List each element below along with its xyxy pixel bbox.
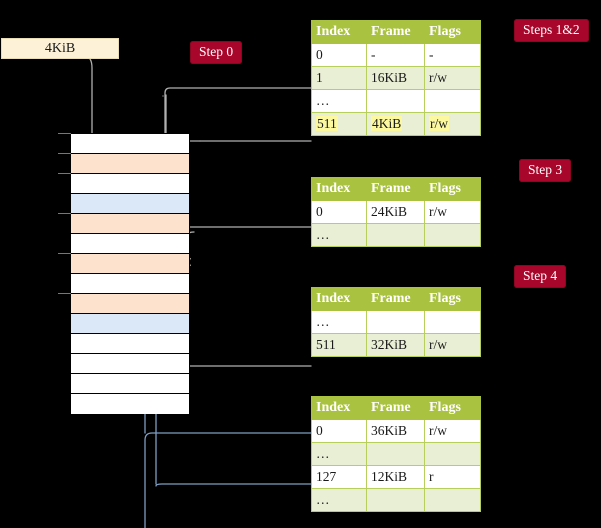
table-cell: r bbox=[424, 465, 481, 489]
table-cell: - bbox=[366, 43, 425, 67]
table-cell: 511 bbox=[311, 112, 367, 136]
table-cell: r/w bbox=[424, 419, 481, 443]
table-cell: … bbox=[311, 310, 367, 334]
table-cell: r/w bbox=[424, 333, 481, 357]
table-row[interactable]: … bbox=[311, 223, 481, 247]
highlight-span: r/w bbox=[429, 115, 449, 131]
table-cell: … bbox=[311, 89, 367, 113]
table-cell: 511 bbox=[311, 333, 367, 357]
table-cell: 0 bbox=[311, 200, 367, 224]
column-header-frame: Frame bbox=[366, 20, 425, 44]
memory-frame-row bbox=[71, 334, 189, 354]
badge-steps-1-2: Steps 1&2 bbox=[514, 19, 589, 42]
table-row[interactable]: … bbox=[311, 442, 481, 466]
memory-frame-row bbox=[71, 134, 189, 154]
table-cell bbox=[366, 310, 425, 334]
column-header-index: Index bbox=[311, 287, 367, 311]
physical-memory-column bbox=[70, 133, 190, 414]
memory-frame-row bbox=[71, 154, 189, 174]
highlight-span: 4KiB bbox=[371, 115, 403, 131]
table-cell: 12KiB bbox=[366, 465, 425, 489]
memory-frame-row bbox=[71, 274, 189, 294]
table-cell bbox=[366, 488, 425, 512]
badge-step-3: Step 3 bbox=[519, 159, 572, 182]
table-cell bbox=[366, 442, 425, 466]
memory-frame-row bbox=[71, 314, 189, 334]
table-cell bbox=[424, 310, 481, 334]
memory-tick bbox=[58, 253, 71, 254]
memory-frame-row bbox=[71, 194, 189, 214]
table-cell bbox=[424, 89, 481, 113]
table-cell: … bbox=[311, 488, 367, 512]
table-cell: 1 bbox=[311, 66, 367, 90]
table-row[interactable]: 511 4KiB r/w bbox=[311, 112, 481, 136]
badge-step-0: Step 0 bbox=[190, 41, 243, 64]
table-cell bbox=[424, 442, 481, 466]
table-cell: 0 bbox=[311, 43, 367, 67]
highlight-span: 511 bbox=[316, 115, 338, 131]
table-row[interactable]: … bbox=[311, 89, 481, 113]
column-header-flags: Flags bbox=[424, 396, 481, 420]
column-header-flags: Flags bbox=[424, 20, 481, 44]
table-row[interactable]: … bbox=[311, 488, 481, 512]
table-cell bbox=[366, 89, 425, 113]
column-header-frame: Frame bbox=[366, 287, 425, 311]
table-row[interactable]: … bbox=[311, 310, 481, 334]
memory-tick bbox=[58, 213, 71, 214]
table-cell bbox=[366, 223, 425, 247]
badge-step-4: Step 4 bbox=[514, 265, 567, 288]
memory-tick bbox=[58, 133, 71, 134]
table-cell: 36KiB bbox=[366, 419, 425, 443]
table-cell: … bbox=[311, 442, 367, 466]
column-header-flags: Flags bbox=[424, 177, 481, 201]
column-header-flags: Flags bbox=[424, 287, 481, 311]
memory-tick bbox=[58, 153, 71, 154]
column-header-frame: Frame bbox=[366, 396, 425, 420]
table-cell bbox=[424, 223, 481, 247]
table-cell: 16KiB bbox=[366, 66, 425, 90]
table-cell: r/w bbox=[424, 66, 481, 90]
table-cell: r/w bbox=[424, 112, 481, 136]
size-label-box: 4KiB bbox=[1, 38, 119, 59]
table-cell: 127 bbox=[311, 465, 367, 489]
memory-frame-row bbox=[71, 174, 189, 194]
table-cell bbox=[424, 488, 481, 512]
column-header-frame: Frame bbox=[366, 177, 425, 201]
memory-frame-row bbox=[71, 374, 189, 394]
column-header-index: Index bbox=[311, 177, 367, 201]
memory-frame-row bbox=[71, 214, 189, 234]
table-cell: 4KiB bbox=[366, 112, 425, 136]
column-header-index: Index bbox=[311, 20, 367, 44]
memory-frame-row bbox=[71, 234, 189, 254]
size-label-text: 4KiB bbox=[44, 40, 76, 56]
table-cell: - bbox=[424, 43, 481, 67]
table-cell: r/w bbox=[424, 200, 481, 224]
table-cell: 0 bbox=[311, 419, 367, 443]
memory-frame-row bbox=[71, 354, 189, 374]
table-cell: 32KiB bbox=[366, 333, 425, 357]
table-row[interactable]: 0-- bbox=[311, 43, 481, 67]
memory-tick bbox=[58, 293, 71, 294]
memory-frame-row bbox=[71, 394, 189, 414]
memory-frame-row bbox=[71, 254, 189, 274]
column-header-index: Index bbox=[311, 396, 367, 420]
table-cell: 24KiB bbox=[366, 200, 425, 224]
memory-tick bbox=[58, 173, 71, 174]
memory-frame-row bbox=[71, 294, 189, 314]
table-cell: … bbox=[311, 223, 367, 247]
